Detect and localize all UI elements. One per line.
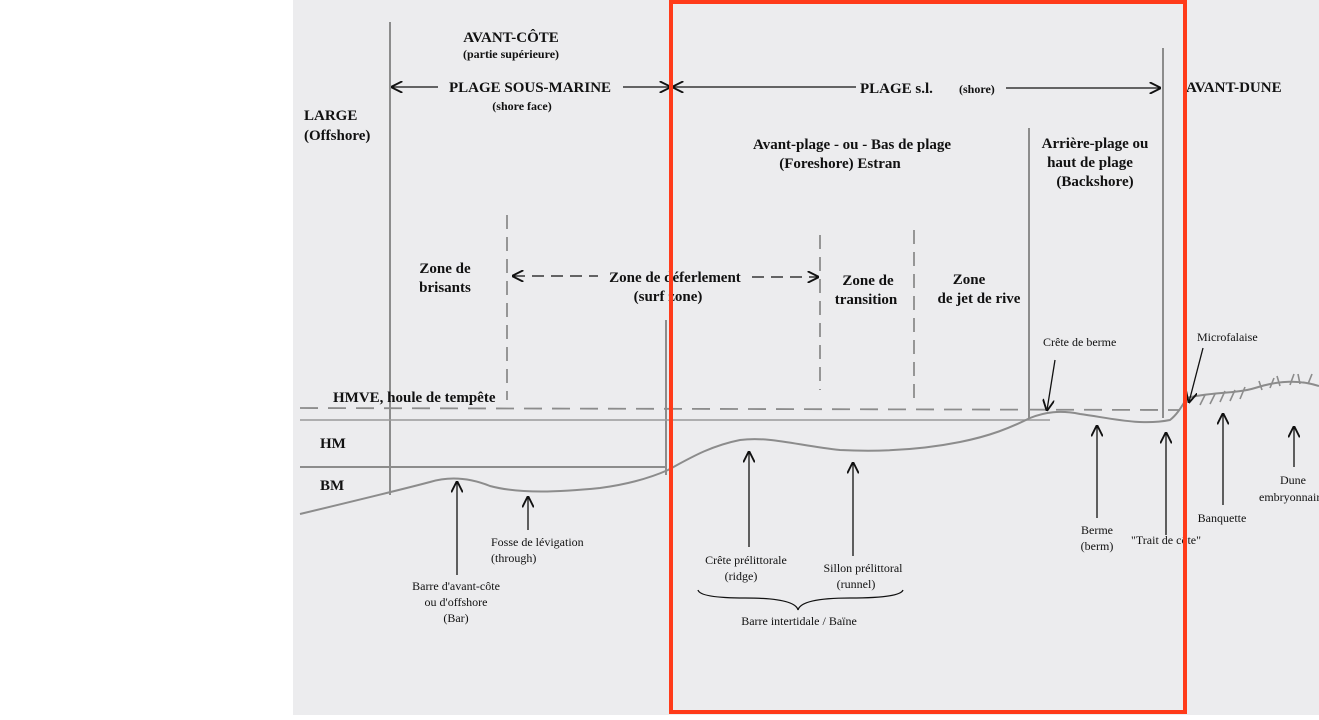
hmve-label: HMVE, houle de tempête: [333, 390, 496, 406]
shore-label: (shore): [959, 82, 995, 96]
runnel-label: (runnel): [837, 577, 876, 591]
embryonnaire-label: embryonnaire: [1259, 490, 1319, 504]
zone-brisants-label-2: brisants: [419, 280, 471, 296]
barre-label-1: Barre d'avant-côte: [412, 579, 500, 593]
shore-face-label: (shore face): [492, 99, 551, 113]
backshore-label-3: (Backshore): [1056, 174, 1133, 190]
barre-intertidale-label: Barre intertidale / Baïne: [741, 614, 857, 628]
feature-arrows: [457, 347, 1294, 611]
dune-profile: [1186, 380, 1319, 399]
zone-transition-label-1: Zone de: [842, 273, 894, 289]
ridge-runnel-brace: [697, 589, 904, 611]
span-arrows: [392, 87, 1160, 277]
large-label: LARGE: [304, 108, 357, 124]
avant-dune-label: AVANT-DUNE: [1186, 80, 1282, 96]
plage-sl-label: PLAGE s.l.: [860, 81, 933, 97]
barre-label-2: ou d'offshore: [425, 595, 488, 609]
offshore-label: (Offshore): [304, 128, 370, 144]
foreshore-label-2: (Foreshore) Estran: [779, 156, 901, 172]
berme-label: Berme: [1081, 523, 1113, 537]
backshore-label-2: haut de plage: [1047, 155, 1133, 171]
zone-brisants-label-1: Zone de: [419, 261, 471, 277]
trait-de-cote-label: "Trait de côte": [1131, 533, 1201, 547]
backshore-label-1: Arrière-plage ou: [1042, 136, 1149, 152]
surf-zone-label: (surf zone): [634, 289, 703, 305]
paper-background: [293, 0, 1319, 715]
zone-deferlement-label: Zone de déferlement: [609, 270, 741, 286]
seabed-profile: [299, 397, 1188, 515]
highlight-box: [669, 0, 1187, 714]
avant-cote-sub-label: (partie supérieure): [463, 47, 559, 61]
fosse-label-2: (through): [491, 551, 536, 565]
crete-berme-label: Crête de berme: [1043, 335, 1116, 349]
microfalaise-label: Microfalaise: [1197, 330, 1258, 344]
berm-label: (berm): [1081, 539, 1114, 553]
zone-jet-label-1: Zone: [953, 272, 986, 288]
fosse-label-1: Fosse de lévigation: [491, 535, 584, 549]
water-levels: [299, 407, 1181, 468]
banquette-label: Banquette: [1198, 511, 1247, 525]
ridge-label: (ridge): [725, 569, 758, 583]
vertical-dividers: [389, 22, 1164, 495]
barre-label-3: (Bar): [443, 611, 468, 625]
plage-sous-marine-label: PLAGE SOUS-MARINE: [449, 80, 611, 96]
hm-label: HM: [320, 436, 346, 452]
zone-transition-label-2: transition: [835, 292, 898, 308]
avant-cote-label: AVANT-CÔTE: [463, 29, 559, 46]
dune-vegetation: [1199, 373, 1313, 406]
zone-jet-label-2: de jet de rive: [938, 291, 1021, 307]
crete-prelittorale-label: Crête prélittorale: [705, 553, 787, 567]
foreshore-label-1: Avant-plage - ou - Bas de plage: [753, 137, 951, 153]
dune-label: Dune: [1280, 473, 1306, 487]
bm-label: BM: [320, 478, 344, 494]
sillon-prelittoral-label: Sillon prélittoral: [824, 561, 904, 575]
